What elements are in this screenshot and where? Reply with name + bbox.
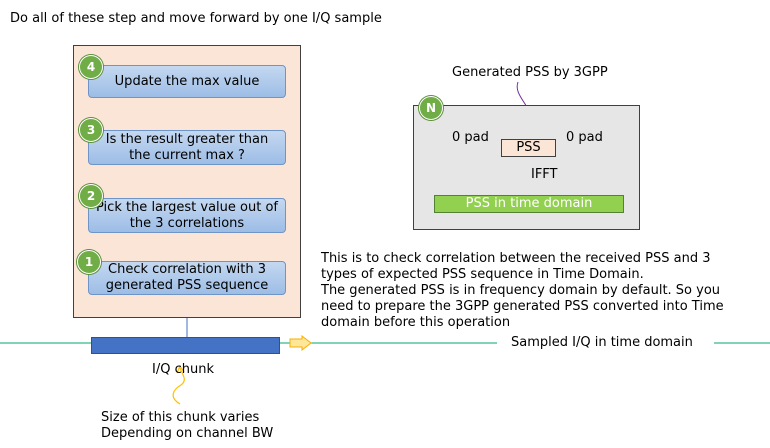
- step-1-label: Check correlation with 3 generated PSS s…: [105, 262, 269, 293]
- step-4-badge: 4: [79, 55, 103, 79]
- left-pad-label: 0 pad: [452, 130, 489, 145]
- step-4-label: Update the max value: [114, 73, 260, 89]
- step-1-box: Check correlation with 3 generated PSS s…: [88, 261, 286, 295]
- chunk-note-line: Depending on channel BW: [101, 426, 274, 441]
- iq-chunk-label: I/Q chunk: [152, 362, 214, 377]
- right-pad-label: 0 pad: [566, 130, 603, 145]
- description-line: This is to check correlation between the…: [321, 251, 711, 266]
- chunk-note-line: Size of this chunk varies: [101, 410, 260, 425]
- step-3-label: Is the result greater than the current m…: [105, 131, 269, 163]
- chunk-note: Size of this chunk varies Depending on c…: [101, 410, 273, 442]
- description-line: types of expected PSS sequence in Time D…: [321, 267, 644, 282]
- step-1-badge: 1: [77, 250, 101, 274]
- description-line: domain before this operation: [321, 315, 511, 330]
- description-text: This is to check correlation between the…: [321, 251, 724, 331]
- pss-box: PSS: [501, 139, 556, 157]
- page-title: Do all of these step and move forward by…: [10, 11, 382, 26]
- step-2-label: Pick the largest value out of the 3 corr…: [96, 199, 278, 231]
- iq-chunk-block: [91, 337, 280, 354]
- step-2-box: Pick the largest value out of the 3 corr…: [88, 198, 286, 233]
- description-line: need to prepare the 3GPP generated PSS c…: [321, 299, 724, 314]
- pss-badge: N: [419, 96, 443, 120]
- step-3-box: Is the result greater than the current m…: [88, 130, 286, 165]
- step-4-box: Update the max value: [88, 65, 286, 98]
- ifft-label: IFFT: [531, 167, 558, 182]
- pss-time-domain-box: PSS in time domain: [434, 195, 624, 213]
- description-line: The generated PSS is in frequency domain…: [321, 283, 721, 298]
- pss-source-label: Generated PSS by 3GPP: [452, 65, 608, 80]
- sampled-iq-label: Sampled I/Q in time domain: [511, 335, 693, 350]
- step-3-badge: 3: [79, 118, 103, 142]
- step-2-badge: 2: [79, 184, 103, 208]
